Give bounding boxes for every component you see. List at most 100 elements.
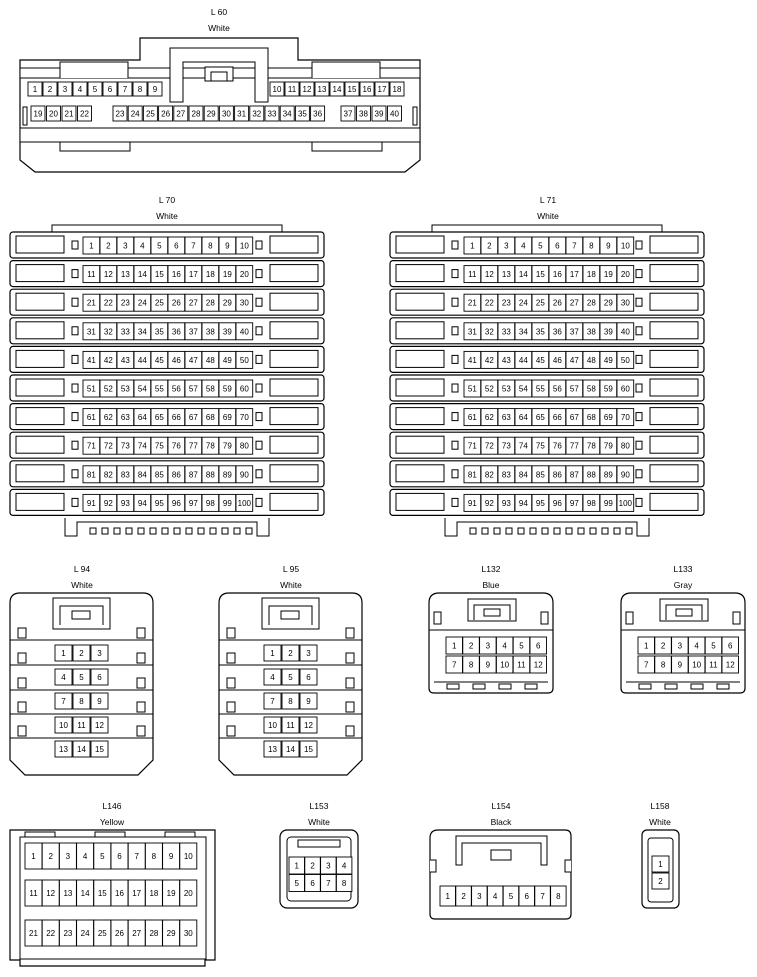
svg-text:12: 12 [46,889,55,898]
connector-l94-pin-2: 2 [72,644,91,662]
connector-l71-pin-65: 65 [531,408,550,427]
svg-text:6: 6 [108,85,113,94]
svg-text:12: 12 [95,721,104,730]
svg-text:89: 89 [604,470,613,479]
svg-text:12: 12 [534,661,543,670]
connector-l70-pin-44: 44 [133,350,152,369]
svg-text:8: 8 [556,892,561,901]
svg-text:1: 1 [452,642,457,651]
svg-text:3: 3 [63,85,68,94]
connector-l94-pin-12: 12 [90,716,109,734]
svg-text:14: 14 [286,745,295,754]
svg-text:5: 5 [538,242,543,251]
connector-l132-pin-5: 5 [512,636,531,655]
connector-l70-name: L 70 [159,195,176,205]
svg-text:16: 16 [172,270,181,279]
connector-l60-pin-1: 1 [27,81,43,97]
connector-l71-pin-94: 94 [514,493,533,512]
svg-text:15: 15 [98,889,107,898]
connector-l70-pin-77: 77 [184,436,203,455]
connector-l71-pin-75: 75 [531,436,550,455]
connector-l70-pin-61: 61 [82,408,101,427]
svg-text:26: 26 [161,110,170,119]
svg-text:25: 25 [98,929,107,938]
connector-l70-pin-66: 66 [167,408,186,427]
connector-l146-pin-26: 26 [110,919,129,947]
connector-l70-pin-83: 83 [116,465,135,484]
svg-text:24: 24 [138,299,147,308]
svg-text:58: 58 [206,385,215,394]
connector-l71-pin-63: 63 [497,408,516,427]
svg-text:14: 14 [519,270,528,279]
svg-text:38: 38 [206,327,215,336]
svg-text:49: 49 [223,356,232,365]
connector-l60-pin-2: 2 [42,81,58,97]
svg-text:5: 5 [157,242,162,251]
svg-text:94: 94 [138,499,147,508]
connector-l153-color: White [308,817,330,827]
connector-l71-pin-18: 18 [582,265,601,284]
svg-text:21: 21 [65,110,74,119]
connector-l95-pin-14: 14 [281,740,300,758]
svg-text:18: 18 [587,270,596,279]
connector-l95-pin-2: 2 [281,644,300,662]
connector-l70-pin-72: 72 [99,436,118,455]
svg-text:14: 14 [333,85,342,94]
svg-text:3: 3 [306,649,311,658]
connector-l70-pin-80: 80 [235,436,254,455]
connector-l158-name: L158 [651,801,670,811]
svg-text:36: 36 [553,327,562,336]
svg-text:42: 42 [485,356,494,365]
connector-l71-pin-74: 74 [514,436,533,455]
connector-l70-pin-96: 96 [167,493,186,512]
connector-l146-pin-5: 5 [93,842,112,870]
svg-text:6: 6 [174,242,179,251]
svg-text:80: 80 [240,442,249,451]
connector-l60-pin-17: 17 [374,81,390,97]
svg-text:30: 30 [184,929,193,938]
connector-l60-name: L 60 [211,7,228,17]
svg-text:7: 7 [61,697,66,706]
connector-l146-pin-22: 22 [41,919,60,947]
connector-l158-color: White [649,817,671,827]
connector-l70-pin-52: 52 [99,379,118,398]
svg-text:10: 10 [621,242,630,251]
connector-l70-pin-56: 56 [167,379,186,398]
svg-text:30: 30 [240,299,249,308]
connector-l95-pin-12: 12 [299,716,318,734]
connector-l71-pin-79: 79 [599,436,618,455]
connector-l154-color: Black [491,817,513,827]
connector-l71-pin-85: 85 [531,465,550,484]
connector-l70-pin-88: 88 [201,465,220,484]
connector-l70-pin-91: 91 [82,493,101,512]
svg-text:1: 1 [33,85,38,94]
svg-text:47: 47 [570,356,579,365]
connector-l153-pin-1: 1 [288,856,305,875]
connector-l71-pin-3: 3 [497,236,516,255]
svg-text:7: 7 [540,892,545,901]
connector-l71-pin-91: 91 [463,493,482,512]
connector-l70-pin-18: 18 [201,265,220,284]
connector-l71-pin-61: 61 [463,408,482,427]
connector-l153-pin-3: 3 [320,856,337,875]
connector-l71-pin-69: 69 [599,408,618,427]
svg-text:41: 41 [87,356,96,365]
connector-l71-pin-67: 67 [565,408,584,427]
connector-l70-pin-62: 62 [99,408,118,427]
svg-text:8: 8 [138,85,143,94]
connector-l158-pin-1: 1 [651,855,670,873]
svg-text:7: 7 [134,852,139,861]
connector-l71-pin-64: 64 [514,408,533,427]
connector-l60-pin-32: 32 [249,105,265,122]
svg-text:35: 35 [536,327,545,336]
connector-l146-pin-29: 29 [162,919,181,947]
svg-text:34: 34 [283,110,292,119]
svg-text:46: 46 [553,356,562,365]
svg-text:5: 5 [519,642,524,651]
connector-l95-pin-6: 6 [299,668,318,686]
svg-text:69: 69 [223,413,232,422]
svg-text:67: 67 [570,413,579,422]
connector-l71-pin-34: 34 [514,322,533,341]
